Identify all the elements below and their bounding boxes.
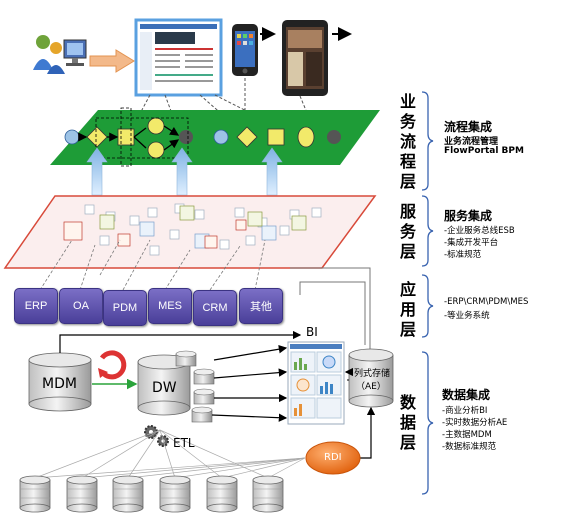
portal-screenshot <box>134 18 223 97</box>
source-db <box>66 475 98 513</box>
columnar-storage-sublabel: （AE） <box>356 382 386 392</box>
source-db <box>206 475 238 513</box>
bi-dashboard <box>287 341 345 425</box>
mdm-label: MDM <box>42 376 77 392</box>
system-mes: MES <box>148 288 192 324</box>
system-erp: ERP <box>14 288 58 324</box>
data-desc-line: -商业分析BI <box>442 406 488 416</box>
users-icon <box>33 35 65 74</box>
layer-title-service: 服务层 <box>399 202 416 261</box>
data-desc-line: -实时数据分析AE <box>442 418 508 428</box>
source-db <box>159 475 191 513</box>
columnar-storage-cylinder <box>348 348 394 408</box>
data-desc-line: -数据标准规范 <box>442 442 497 452</box>
source-db <box>112 475 144 513</box>
source-db <box>19 475 51 513</box>
source-db <box>252 475 284 513</box>
routing-lines <box>290 267 371 350</box>
service-to-process-arrows <box>86 147 283 196</box>
layer-title-process: 业务流程层 <box>399 92 416 191</box>
mdm-cylinder <box>28 352 92 412</box>
tablet-icon <box>282 20 328 96</box>
system-pdm: PDM <box>103 290 147 326</box>
data-desc-line: -主数据MDM <box>442 430 492 440</box>
service-desc-title: 服务集成 <box>444 209 493 223</box>
source-fan-lines <box>34 429 306 479</box>
layer-braces <box>421 91 434 495</box>
process-desc-title: 流程集成 <box>444 120 493 134</box>
rdi-label: RDI <box>324 452 342 463</box>
service-cubes <box>63 203 322 256</box>
process-desc-line: 业务流程管理 <box>444 137 499 147</box>
dw-label: DW <box>152 380 177 396</box>
system-label: PDM <box>112 302 138 314</box>
system-oa: OA <box>59 288 103 324</box>
system-label: ERP <box>24 300 48 312</box>
rdi-ellipse <box>305 441 361 475</box>
system-label: CRM <box>202 302 228 314</box>
service-desc-line: -标准规范 <box>444 250 482 260</box>
process-desc-line: FlowPortal BPM <box>444 146 524 156</box>
system-label: OA <box>73 300 89 312</box>
system-other: 其他 <box>239 288 283 324</box>
system-label: MES <box>158 300 182 312</box>
sync-icon <box>98 350 127 380</box>
layer-title-data: 数据层 <box>399 393 416 452</box>
etl-label: ETL <box>173 436 195 450</box>
desktop-icon <box>63 39 87 66</box>
data-desc-title: 数据集成 <box>442 388 491 402</box>
process-flow-shapes <box>64 107 341 167</box>
application-desc-line: -ERP\CRM\PDM\MES <box>444 297 529 307</box>
system-links <box>39 239 266 291</box>
phone-icon <box>232 24 258 76</box>
bi-label: BI <box>306 325 318 339</box>
layer-title-application: 应用层 <box>399 280 416 339</box>
system-crm: CRM <box>193 290 237 326</box>
system-label: 其他 <box>250 301 272 313</box>
etl-gears-icon <box>144 425 169 447</box>
application-desc-line: -等业务系统 <box>444 311 490 321</box>
service-desc-line: -企业服务总线ESB <box>444 226 515 236</box>
service-desc-line: -集成开发平台 <box>444 238 499 248</box>
orange-arrow-icon <box>89 49 135 73</box>
columnar-storage-label: 列式存储 <box>354 369 391 379</box>
source-databases <box>19 475 284 513</box>
